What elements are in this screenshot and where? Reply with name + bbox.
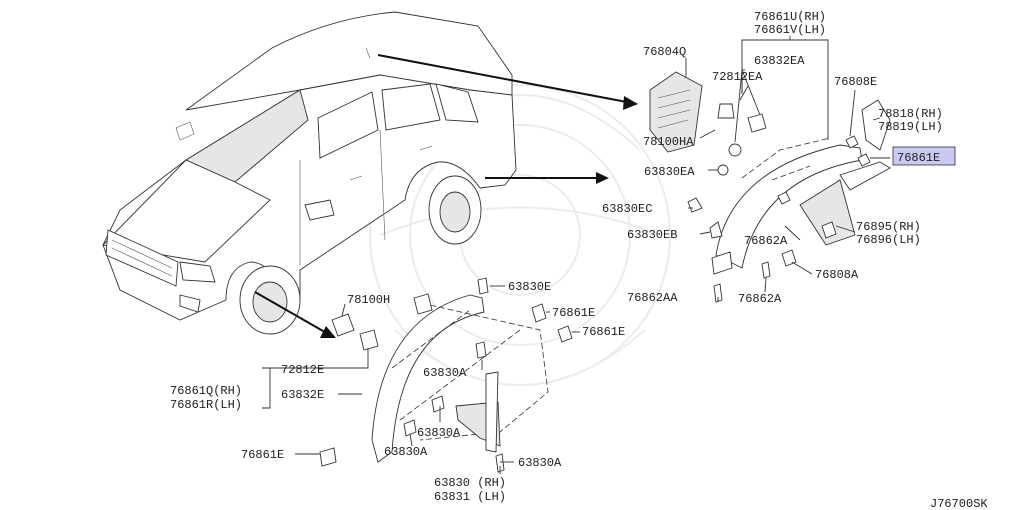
leader-lines-front [262, 285, 580, 474]
label-76861E-c: 76861E [241, 448, 284, 462]
label-76804Q: 76804Q [643, 45, 686, 59]
label-63830A-1: 63830A [423, 366, 467, 380]
highlight-box-76861E [892, 146, 956, 166]
label-63830EB: 63830EB [627, 228, 677, 242]
pointer-arrows [254, 54, 638, 338]
label-76861R: 76861R(LH) [170, 398, 242, 412]
label-63830EA: 63830EA [644, 165, 695, 179]
label-76808A: 76808A [815, 268, 859, 282]
label-76862A-upper: 76862A [744, 234, 788, 248]
label-76862A-lower: 76862A [738, 292, 782, 306]
label-76862AA: 76862AA [627, 291, 678, 305]
label-63830A-4: 63830A [518, 456, 562, 470]
label-78100HA: 78100HA [643, 135, 694, 149]
label-63830A-3: 63830A [384, 445, 428, 459]
label-78100H: 78100H [347, 293, 390, 307]
label-76861E-b: 76861E [582, 325, 625, 339]
label-63830E: 63830E [508, 280, 551, 294]
label-76861U: 76861U(RH) [754, 10, 826, 24]
label-63832E: 63832E [281, 388, 324, 402]
label-63832EA: 63832EA [754, 54, 805, 68]
label-76895: 76895(RH) [856, 220, 921, 234]
diagram-code: J76700SK [930, 497, 988, 510]
front-parts-cluster [319, 277, 573, 473]
label-76861E-a: 76861E [552, 306, 595, 320]
rear-parts-cluster [649, 71, 891, 303]
label-76861E-highlighted: 76861E [897, 151, 940, 165]
label-78819: 78819(LH) [878, 120, 943, 134]
label-63831: 63831 (LH) [434, 490, 506, 504]
watermark-emblem [369, 84, 671, 386]
label-76808E: 76808E [834, 75, 877, 89]
label-76896: 76896(LH) [856, 233, 921, 247]
label-72812EA: 72812EA [712, 70, 763, 84]
label-72812E: 72812E [281, 363, 324, 377]
label-63830: 63830 (RH) [434, 476, 506, 490]
label-76861Q: 76861Q(RH) [170, 384, 242, 398]
label-76861V: 76861V(LH) [754, 23, 826, 37]
label-63830A-2: 63830A [417, 426, 461, 440]
label-78818: 78818(RH) [878, 107, 943, 121]
part-labels: 76861U(RH) 76861V(LH) 76804Q 63832EA 728… [170, 10, 988, 510]
label-63830EC: 63830EC [602, 202, 652, 216]
vehicle-illustration [102, 11, 517, 335]
leader-lines-rear [685, 36, 890, 302]
